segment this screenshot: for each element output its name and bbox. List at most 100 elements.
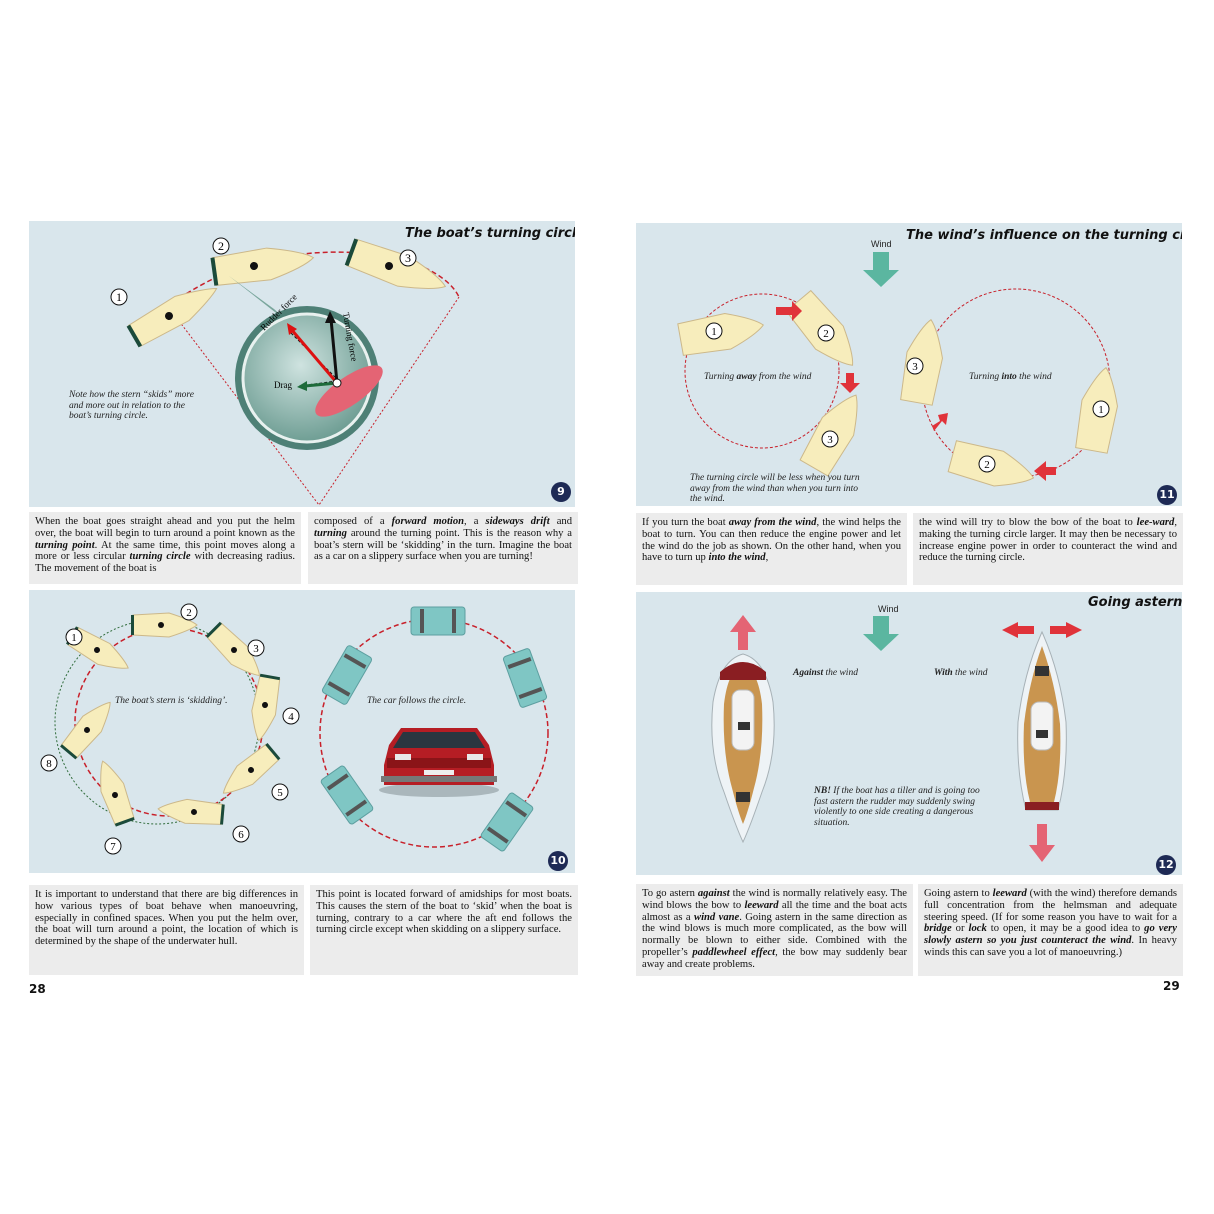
svg-text:2: 2: [823, 328, 829, 340]
number-2-badge: 2: [180, 603, 198, 621]
number-8-badge: 8: [40, 754, 58, 772]
page-number-right: 29: [1163, 979, 1180, 993]
svg-text:1: 1: [1098, 404, 1104, 416]
force-gauge: Rudder force Turning force Drag: [235, 292, 383, 450]
wind-arrow: [863, 616, 899, 651]
into-boat-3: [900, 319, 943, 406]
away-number-2: 2: [817, 324, 835, 342]
svg-text:1: 1: [116, 290, 122, 304]
svg-text:3: 3: [405, 251, 411, 265]
number-6-badge: 6: [232, 825, 250, 843]
car-tracks: [320, 606, 548, 852]
skid-boat-5: [222, 743, 281, 794]
away-number-1: 1: [705, 322, 723, 340]
wind-label: Wind: [871, 239, 892, 249]
turning-path: [146, 251, 460, 322]
nb-tiller-note: NB! If the boat has a tiller and is goin…: [814, 786, 980, 828]
svg-text:3: 3: [253, 643, 259, 655]
svg-text:6: 6: [238, 829, 244, 841]
boat-1: [126, 287, 218, 348]
against-wind-label: Against the wind: [793, 668, 858, 678]
svg-text:2: 2: [186, 607, 192, 619]
figure-10-panel: 1 2 3 4 5 6 7 8 The boat’s st: [29, 590, 575, 873]
figure-9-number: 9: [551, 482, 571, 502]
boat-2: [210, 247, 315, 286]
number-2-badge: 2: [212, 237, 230, 255]
figure-11-panel: 1 2 3 1 2 3 The wind’s influence on the …: [636, 223, 1182, 506]
svg-text:4: 4: [288, 711, 294, 723]
away-number-3: 3: [821, 430, 839, 448]
svg-text:3: 3: [827, 434, 833, 446]
figure-12-number: 12: [1156, 855, 1176, 875]
into-number-3: 3: [906, 357, 924, 375]
rudder-force-arrow: [289, 328, 339, 384]
number-3-badge: 3: [247, 639, 265, 657]
svg-text:7: 7: [110, 841, 116, 853]
figure-11-title: The wind’s influence on the turning circ…: [906, 228, 1182, 243]
svg-text:Drag: Drag: [274, 380, 292, 390]
svg-text:3: 3: [912, 361, 918, 373]
fig11-text-col1: If you turn the boat away from the wind,…: [636, 513, 907, 585]
figure-12-panel: Going astern Wind Against the wind With …: [636, 592, 1182, 875]
figure-11-number: 11: [1157, 485, 1177, 505]
car-follows-caption: The car follows the circle.: [367, 696, 467, 706]
boat-skidding-caption: The boat’s stern is ‘skidding’.: [115, 696, 228, 706]
page-number-left: 28: [29, 982, 46, 996]
figure-9-title: The boat’s turning circle: [405, 226, 575, 241]
figure-10-number: 10: [548, 851, 568, 871]
away-circle: [684, 293, 840, 449]
fig10-text-col1: It is important to understand that there…: [29, 885, 304, 975]
figure-10-diagram: 1 2 3 4 5 6 7 8: [40, 603, 549, 855]
wind-arrow: [863, 252, 899, 287]
red-side-arrows: [1002, 622, 1082, 638]
fig9-text-col1: When the boat goes straight ahead and yo…: [29, 512, 301, 584]
skid-boat-2: [131, 612, 198, 638]
skid-boat-7: [100, 760, 135, 827]
turning-into-label: Turning into the wind: [969, 372, 1052, 382]
figure-9-panel: 1 2 3 Rudder force Turning force Drag Th…: [29, 221, 575, 507]
skid-boat-3: [205, 621, 261, 677]
into-number-1: 1: [1092, 400, 1110, 418]
red-car-image: [379, 728, 499, 797]
skid-boat-6: [157, 798, 225, 825]
into-number-2: 2: [978, 455, 996, 473]
svg-text:8: 8: [46, 758, 52, 770]
figure-9-diagram: 1 2 3 Rudder force Turning force Drag: [110, 237, 460, 506]
skid-boat-4: [251, 673, 281, 742]
figure-12-title: Going astern: [1088, 595, 1182, 610]
fig12-text-col2: Going astern to leeward (with the wind) …: [918, 884, 1183, 976]
svg-text:1: 1: [711, 326, 717, 338]
svg-text:2: 2: [218, 239, 224, 253]
away-boat-3: [799, 394, 858, 477]
number-5-badge: 5: [271, 783, 289, 801]
fig11-text-col2: the wind will try to blow the bow of the…: [913, 513, 1183, 585]
boat-against-wind: [711, 653, 775, 844]
turning-away-label: Turning away from the wind: [704, 372, 812, 382]
figure-12-diagram: [711, 615, 1082, 862]
turning-sector-lines: [178, 296, 460, 506]
number-7-badge: 7: [104, 837, 122, 855]
svg-text:2: 2: [984, 459, 990, 471]
drag-arrow: [304, 381, 338, 388]
number-1-badge: 1: [110, 288, 128, 306]
svg-text:1: 1: [71, 632, 77, 644]
with-wind-label: With the wind: [934, 668, 988, 678]
turning-circle-note: The turning circle will be less when you…: [690, 473, 860, 504]
boat-with-wind: [1017, 630, 1067, 811]
svg-text:5: 5: [277, 787, 283, 799]
fig12-text-col1: To go astern against the wind is normall…: [636, 884, 913, 976]
figure-11-diagram: 1 2 3 1 2 3: [677, 252, 1118, 487]
skid-boat-8: [60, 701, 111, 760]
number-4-badge: 4: [282, 707, 300, 725]
number-3-badge: 3: [399, 249, 417, 267]
fig10-text-col2: This point is located forward of amidshi…: [310, 885, 578, 975]
fig9-text-col2: composed of a forward motion, a sideways…: [308, 512, 578, 584]
boat-3: [344, 238, 447, 289]
turning-force-arrow: [329, 318, 339, 384]
number-1-badge: 1: [65, 628, 83, 646]
wind-label: Wind: [878, 604, 899, 614]
wind-push-arrows: [776, 301, 1056, 481]
red-up-arrow: [730, 615, 756, 650]
skid-note: Note how the stern “skids” more and more…: [69, 390, 194, 421]
red-down-arrow: [1029, 824, 1055, 862]
